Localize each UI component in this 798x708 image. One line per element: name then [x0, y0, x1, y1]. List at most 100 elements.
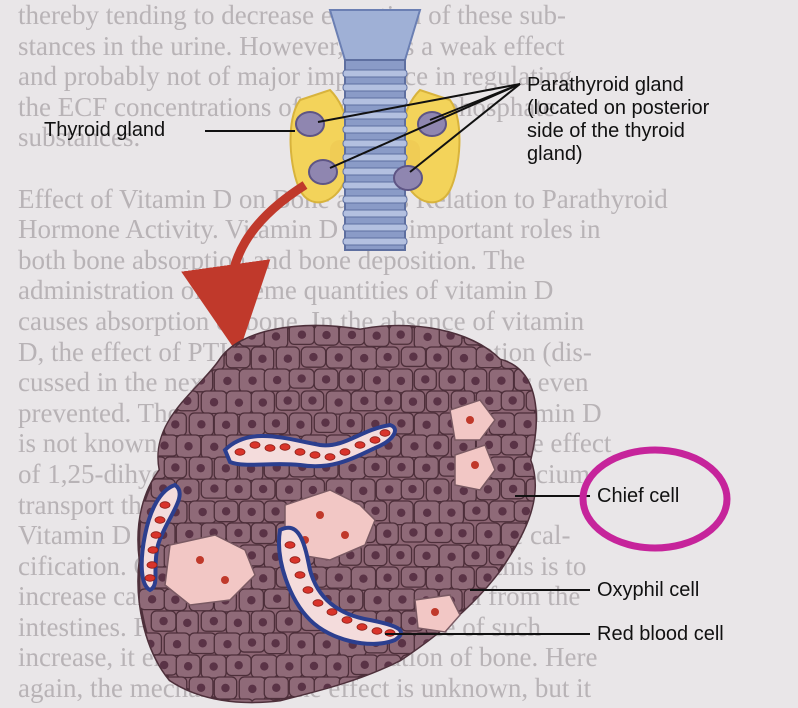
chief-cell: [551, 479, 577, 502]
red-blood-cell: [313, 600, 323, 607]
chief-cell: [389, 677, 414, 699]
chief-cell-nucleus: [448, 375, 456, 383]
chief-cell: [526, 347, 550, 370]
parathyroid-gland-label: Parathyroid gland (located on posterior …: [527, 74, 709, 166]
chief-cell: [139, 369, 162, 389]
chief-cell-nucleus: [460, 354, 468, 362]
chief-cell: [526, 435, 549, 457]
chief-cell-nucleus: [397, 419, 405, 427]
chief-cell-label: Chief cell: [597, 485, 679, 508]
chief-cell-nucleus: [533, 528, 541, 536]
trachea-ring: [343, 224, 407, 231]
chief-cell-nucleus: [234, 619, 242, 627]
chief-cell-nucleus: [448, 684, 456, 692]
red-blood-cell: [155, 517, 165, 524]
chief-cell-nucleus: [258, 355, 266, 363]
trachea: [330, 10, 420, 250]
chief-cell-nucleus: [296, 421, 304, 429]
chief-cell-nucleus: [298, 330, 306, 338]
chief-cell-nucleus: [272, 684, 280, 692]
red-blood-cell: [147, 562, 157, 569]
chief-cell-nucleus: [459, 443, 467, 451]
chief-cell-nucleus: [433, 486, 441, 494]
chief-cell-nucleus: [272, 332, 280, 340]
chief-cell-nucleus: [383, 574, 391, 582]
chief-cell: [164, 369, 190, 389]
chief-cell-nucleus: [184, 353, 192, 361]
chief-cell-nucleus: [560, 661, 568, 669]
chief-cell-nucleus: [171, 596, 179, 604]
chief-cell-nucleus: [447, 639, 455, 647]
red-blood-cell: [285, 542, 295, 549]
chief-cell-nucleus: [433, 397, 441, 405]
chief-cell: [501, 611, 526, 631]
chief-cell-nucleus: [398, 684, 406, 692]
chief-cell-nucleus: [497, 596, 505, 604]
chief-cell: [376, 699, 399, 708]
chief-cell-nucleus: [433, 353, 441, 361]
oxyphil-nucleus: [341, 531, 349, 539]
chief-cell: [139, 677, 161, 697]
chief-cell-nucleus: [198, 508, 206, 516]
chief-cell-nucleus: [308, 396, 316, 404]
chief-cell-nucleus: [497, 464, 505, 472]
chief-cell-nucleus: [347, 375, 355, 383]
chief-cell-nucleus: [248, 420, 256, 428]
chief-cell: [539, 501, 561, 522]
chief-cell-nucleus: [509, 354, 517, 362]
chief-cell-nucleus: [510, 572, 518, 580]
chief-cell-nucleus: [285, 617, 293, 625]
chief-cell-nucleus: [385, 485, 393, 493]
chief-cell-nucleus: [183, 486, 191, 494]
chief-cell-nucleus: [548, 641, 556, 649]
chief-cell: [551, 699, 574, 708]
red-blood-cell: [370, 437, 380, 444]
chief-cell-nucleus: [547, 463, 555, 471]
chief-cell-nucleus: [560, 531, 568, 539]
chief-cell-nucleus: [523, 420, 531, 428]
chief-cell: [526, 655, 550, 675]
chief-cell: [476, 611, 499, 633]
chief-cell-nucleus: [484, 618, 492, 626]
chief-cell-nucleus: [373, 376, 381, 384]
chief-cell-nucleus: [547, 684, 555, 692]
chief-cell-nucleus: [322, 331, 330, 339]
chief-cell-nucleus: [522, 639, 530, 647]
parathyroid-label-line-1: Parathyroid gland: [527, 74, 709, 97]
chief-cell: [464, 677, 488, 699]
chief-cell-nucleus: [498, 507, 506, 515]
chief-cell-nucleus: [471, 551, 479, 559]
parathyroid-label-line-2: (located on posterior: [527, 97, 709, 120]
chief-cell: [551, 391, 575, 411]
chief-cell-nucleus: [371, 683, 379, 691]
chief-cell-nucleus: [234, 485, 242, 493]
red-blood-cell: [303, 587, 313, 594]
chief-cell-nucleus: [183, 397, 191, 405]
chief-cell-nucleus: [148, 464, 156, 472]
chief-cell: [526, 391, 551, 410]
chief-cell-nucleus: [186, 704, 194, 708]
chief-cell: [526, 567, 550, 587]
oxyphil-nucleus: [316, 511, 324, 519]
chief-cell: [489, 589, 513, 611]
chief-cell: [539, 589, 563, 608]
chief-cell-nucleus: [359, 487, 367, 495]
parathyroid-gland-lower-left: [309, 160, 337, 184]
chief-cell: [451, 655, 474, 675]
chief-cell-nucleus: [558, 618, 566, 626]
chief-cell-nucleus: [422, 684, 430, 692]
chief-cell: [339, 677, 362, 698]
chief-cell-nucleus: [210, 398, 218, 406]
chief-cell-nucleus: [348, 464, 356, 472]
red-blood-cell: [148, 547, 158, 554]
chief-cell-nucleus: [247, 508, 255, 516]
chief-cell-nucleus: [359, 574, 367, 582]
chief-cell-nucleus: [559, 440, 567, 448]
chief-cell-nucleus: [459, 574, 467, 582]
chief-cell: [226, 699, 253, 708]
chief-cell-nucleus: [496, 551, 504, 559]
red-blood-cell: [327, 609, 337, 616]
chief-cell-nucleus: [197, 332, 205, 340]
oxyphil-nucleus: [196, 556, 204, 564]
chief-cell-nucleus: [408, 485, 416, 493]
